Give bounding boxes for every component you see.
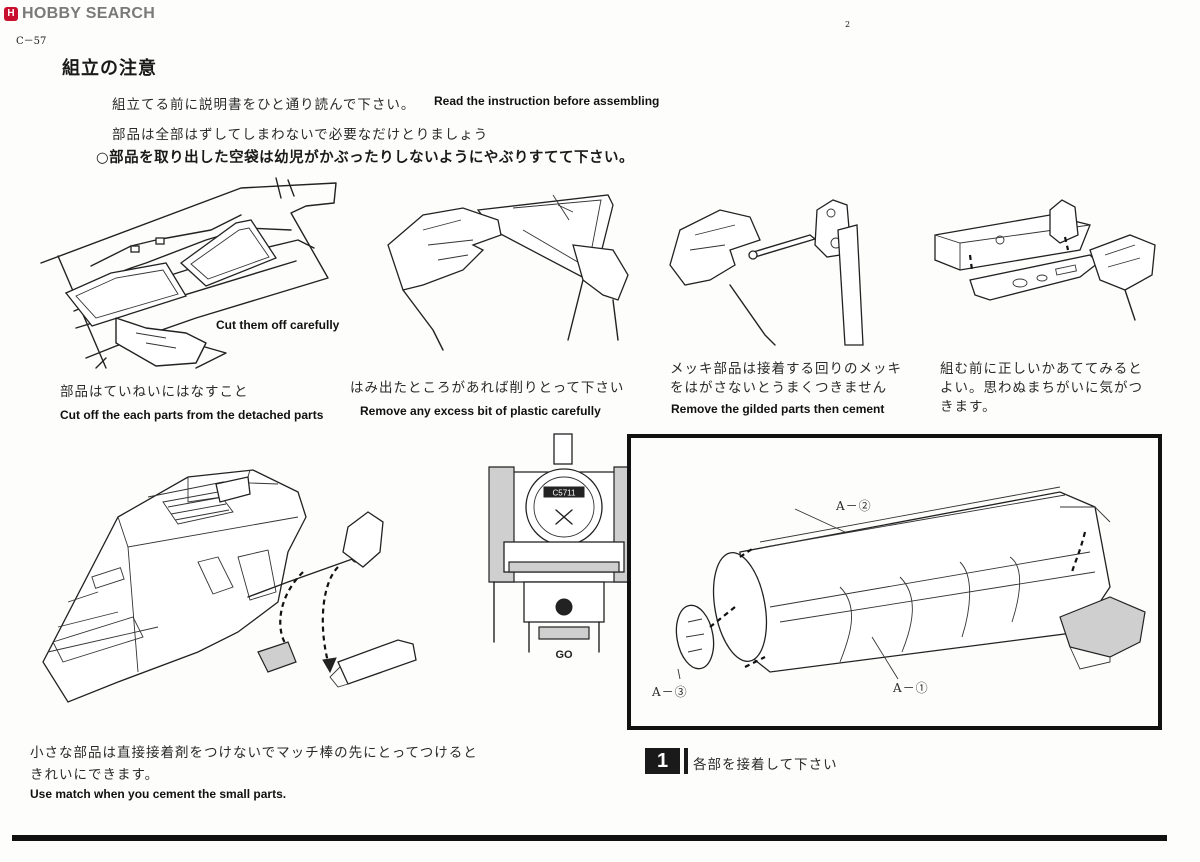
test-fit-illustration: [934, 199, 1156, 321]
step1-caption-jp: 部品はていねいにはなすこと: [60, 384, 249, 400]
note-parts-jp: 部品は全部はずしてしまわないで必要なだけとりましょう: [112, 127, 489, 143]
step3-caption-en: Remove the gilded parts then cement: [671, 402, 885, 416]
step4-caption-jp-1: 組む前に正しいかあててみると: [940, 361, 1143, 377]
logo-mark-icon: H: [4, 7, 18, 21]
logo-text: HOBBY SEARCH: [22, 5, 156, 22]
note-read-instructions-jp: 組立てる前に説明書をひと通り読んで下さい。: [112, 97, 416, 113]
front-lettering: GO: [555, 649, 573, 661]
model-code: C－57: [16, 36, 47, 47]
small-parts-caption-jp-1: 小さな部品は直接接着剤をつけないでマッチ棒の先にとってつけると: [30, 745, 478, 761]
part-label-a3: A－③: [652, 685, 688, 699]
step2-caption-en: Remove any excess bit of plastic careful…: [360, 404, 601, 418]
section-title: 組立の注意: [62, 58, 157, 79]
part-label-a1: A－①: [893, 681, 929, 695]
hobby-search-logo: H HOBBY SEARCH: [4, 5, 155, 23]
page-mark: 2: [845, 20, 851, 29]
bottom-rule: [12, 835, 1167, 841]
part-label-a2: A－②: [836, 499, 872, 513]
cut-them-off-label: Cut them off carefully: [216, 318, 340, 332]
sprue-cutting-illustration: [40, 177, 337, 369]
step3-caption-jp-1: メッキ部品は接着する回りのメッキ: [670, 361, 902, 377]
locomotive-front-illustration: C5711 GO: [488, 433, 640, 661]
step-number-badge: 1: [645, 748, 684, 774]
step-number: 1: [656, 750, 669, 772]
number-plate: C5711: [553, 489, 577, 498]
match-stick-illustration: [42, 469, 417, 703]
step1-caption-en: Cut off the each parts from the detached…: [60, 408, 324, 422]
note-read-instructions-en: Read the instruction before assembling: [434, 94, 660, 108]
boiler-assembly-illustration: [675, 486, 1146, 680]
step3-caption-jp-2: をはがさないとうまくつきません: [670, 380, 888, 396]
step1-instruction: 各部を接着して下さい: [693, 757, 838, 773]
filing-illustration: [387, 194, 629, 351]
gilded-parts-illustration: [669, 199, 864, 346]
step4-caption-jp-2: よい。思わぬまちがいに気がつ: [940, 380, 1143, 396]
note-bag-warning-jp: ○部品を取り出した空袋は幼児がかぶったりしないようにやぶりすてて下さい。: [96, 150, 635, 166]
small-parts-caption-jp-2: きれいにできます。: [30, 767, 160, 783]
step2-caption-jp: はみ出たところがあれば削りとって下さい: [350, 380, 625, 396]
small-parts-caption-en: Use match when you cement the small part…: [30, 787, 287, 801]
step4-caption-jp-3: きます。: [940, 399, 997, 415]
